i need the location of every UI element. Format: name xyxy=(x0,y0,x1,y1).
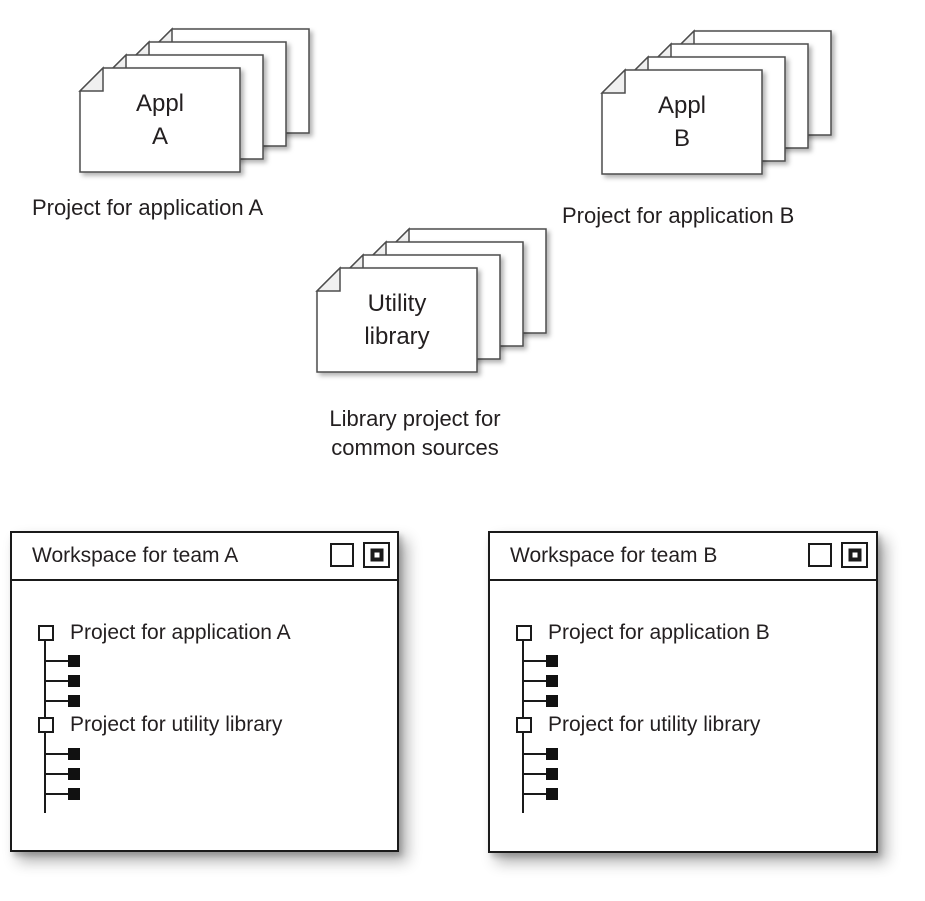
tree-branch-line xyxy=(44,660,70,662)
tree-leaf-item[interactable] xyxy=(68,768,80,780)
tree-node-label[interactable]: Project for application A xyxy=(70,621,291,644)
document-stack-icon xyxy=(600,29,832,175)
titlebar[interactable]: Workspace for team B xyxy=(490,533,876,581)
tree-branch-line xyxy=(522,660,548,662)
sheet-label-appl-a: Appl A xyxy=(135,90,185,150)
document-stack-icon xyxy=(315,227,547,373)
tree-branch-line xyxy=(44,793,70,795)
workspace-window-team-a: Workspace for team A Project for applica… xyxy=(10,531,399,852)
caption-project-a: Project for application A xyxy=(32,195,264,220)
tree-leaf-item[interactable] xyxy=(68,748,80,760)
minimize-button[interactable] xyxy=(808,543,832,567)
tree-node-toggle[interactable] xyxy=(38,625,54,641)
sheet-label-appl-b: Appl B xyxy=(657,92,707,152)
tree-connector-line xyxy=(44,641,46,717)
tree-leaf-item[interactable] xyxy=(68,695,80,707)
workspace-content: Project for application B Project for ut… xyxy=(490,581,876,851)
tree-node-label[interactable]: Project for utility library xyxy=(70,713,283,736)
tree-leaf-item[interactable] xyxy=(546,788,558,800)
tree-node-toggle[interactable] xyxy=(516,625,532,641)
caption-project-b: Project for application B xyxy=(562,203,795,228)
workspace-window-team-b: Workspace for team B Project for applica… xyxy=(488,531,878,853)
window-title: Workspace for team B xyxy=(510,544,718,567)
tree-branch-line xyxy=(522,753,548,755)
document-stack-utility-library xyxy=(315,227,558,384)
maximize-icon xyxy=(370,548,383,562)
tree-leaf-item[interactable] xyxy=(546,748,558,760)
tree-node-toggle[interactable] xyxy=(516,717,532,733)
tree-branch-line xyxy=(44,680,70,682)
document-stack-application-b xyxy=(600,29,843,186)
tree-branch-line xyxy=(522,680,548,682)
tree-node-label[interactable]: Project for utility library xyxy=(548,713,761,736)
tree-branch-line xyxy=(522,793,548,795)
workspace-content: Project for application A Project for ut… xyxy=(12,581,397,850)
tree-connector-line xyxy=(522,641,524,717)
tree-branch-line xyxy=(44,700,70,702)
tree-leaf-item[interactable] xyxy=(546,768,558,780)
document-stack-application-a xyxy=(78,27,321,184)
tree-leaf-item[interactable] xyxy=(546,675,558,687)
tree-branch-line xyxy=(522,700,548,702)
window-title: Workspace for team A xyxy=(32,544,239,567)
tree-branch-line xyxy=(44,773,70,775)
tree-leaf-item[interactable] xyxy=(68,655,80,667)
tree-leaf-item[interactable] xyxy=(68,788,80,800)
minimize-button[interactable] xyxy=(330,543,354,567)
tree-branch-line xyxy=(44,753,70,755)
tree-leaf-item[interactable] xyxy=(68,675,80,687)
tree-node-label[interactable]: Project for application B xyxy=(548,621,770,644)
caption-utility-library: Library project for common sources xyxy=(329,406,501,460)
maximize-button[interactable] xyxy=(363,542,390,568)
document-stack-icon xyxy=(78,27,310,173)
maximize-button[interactable] xyxy=(841,542,868,568)
tree-leaf-item[interactable] xyxy=(546,655,558,667)
maximize-icon xyxy=(848,548,861,562)
titlebar[interactable]: Workspace for team A xyxy=(12,533,397,581)
sheet-label-utility-library: Utility library xyxy=(364,290,430,350)
tree-leaf-item[interactable] xyxy=(546,695,558,707)
tree-branch-line xyxy=(522,773,548,775)
tree-node-toggle[interactable] xyxy=(38,717,54,733)
